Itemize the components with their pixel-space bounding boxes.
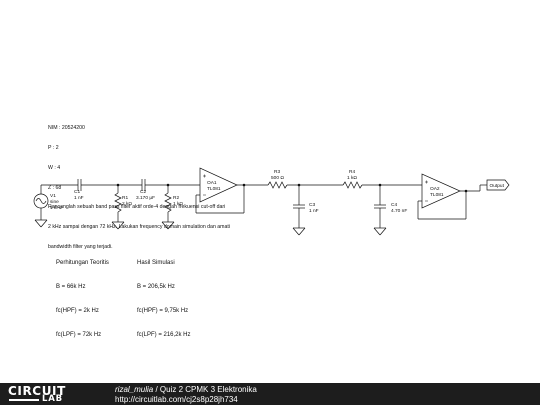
circuitlab-logo[interactable]: CIRCUIT — [8, 384, 66, 398]
resistor-r1[interactable] — [114, 192, 122, 213]
circuitlab-logo-lab: LAB — [42, 394, 63, 404]
v1-type: sine — [50, 199, 59, 205]
theory-line: fc(HPF) = 2k Hz — [56, 308, 99, 314]
junction-dot — [116, 183, 120, 187]
junction-dot — [378, 183, 382, 187]
ground-icon — [373, 227, 387, 236]
circuit-title: rizal_mulia / Quiz 2 CPMK 3 Elektronika — [115, 385, 257, 394]
oa1-part: TL081 — [207, 186, 221, 192]
oa2-part: TL081 — [430, 192, 444, 198]
ground-icon — [161, 221, 175, 230]
problem-line: 2 kHz sampai dengan 72 kHz. Lakukan freq… — [48, 224, 230, 231]
problem-line: Rancanglah sebuah band pass filter aktif… — [48, 204, 226, 211]
r4-ref: R4 — [349, 169, 355, 175]
r3-value: 500 Ω — [271, 175, 284, 181]
c1-value: 1 nF — [74, 195, 84, 201]
junction-dot — [297, 183, 301, 187]
problem-line: NIM : 20524200 — [48, 125, 85, 132]
problem-line: bandwidth filter yang terjadi. — [48, 243, 113, 250]
opamp-oa2[interactable] — [421, 173, 461, 209]
c2-value: 3.170 μF — [136, 195, 155, 201]
theory-line: B = 66k Hz — [56, 284, 86, 290]
junction-dot — [242, 183, 246, 187]
v1-value: 1 kHz — [50, 205, 63, 211]
c3-ref: C3 — [309, 202, 315, 208]
theory-block: Perhitungan Teoritis B = 66k Hz fc(HPF) … — [56, 243, 109, 355]
title-separator: / — [153, 385, 160, 394]
simulation-line: fc(LPF) = 216,2k Hz — [137, 332, 191, 338]
r1-value: 2 kΩ — [122, 201, 132, 207]
footer-bar: CIRCUIT LAB rizal_mulia / Quiz 2 CPMK 3 … — [0, 383, 540, 405]
r2-value: 1 kΩ — [173, 201, 183, 207]
resistor-r4[interactable] — [342, 181, 363, 189]
simulation-line: fc(HPF) = 9,75k Hz — [137, 308, 189, 314]
r1-ref: R1 — [122, 195, 128, 201]
output-port[interactable] — [486, 179, 510, 191]
problem-line: Z : 68 — [48, 184, 62, 191]
c4-value: 4.70 nF — [391, 208, 407, 214]
v1-ref: V1 — [50, 193, 56, 199]
r2-ref: R2 — [173, 195, 179, 201]
schematic-sheet: NIM : 20524200 P : 2 W : 4 Z : 68 Rancan… — [0, 0, 540, 383]
circuit-name: Quiz 2 CPMK 3 Elektronika — [159, 385, 257, 394]
oa1-ref: OA1 — [207, 180, 217, 186]
opamp-oa1[interactable] — [199, 167, 238, 203]
simulation-block: Hasil Simulasi B = 206,5k Hz fc(HPF) = 9… — [137, 243, 191, 355]
output-label: Output — [490, 183, 505, 189]
problem-statement: NIM : 20524200 P : 2 W : 4 Z : 68 Rancan… — [48, 112, 230, 264]
c4-ref: C4 — [391, 202, 397, 208]
junction-dot — [166, 183, 170, 187]
r3-ref: R3 — [274, 169, 280, 175]
circuit-schematic: V1 sine 1 kHz C1 1 nF R1 2 kΩ C2 3.170 μ… — [33, 167, 510, 236]
theory-line: fc(LPF) = 72k Hz — [56, 332, 102, 338]
ground-icon — [111, 221, 125, 230]
junction-dot — [464, 189, 468, 193]
circuit-url[interactable]: http://circuitlab.com/cj2s8p28jh734 — [115, 395, 238, 404]
simulation-title: Hasil Simulasi — [137, 260, 175, 266]
resistor-r3[interactable] — [267, 181, 288, 189]
capacitor-c3[interactable] — [293, 204, 305, 209]
ground-icon — [292, 227, 306, 236]
author-link[interactable]: rizal_mulia — [115, 385, 154, 394]
capacitor-c4[interactable] — [374, 204, 386, 209]
c3-value: 1 nF — [309, 208, 319, 214]
simulation-line: B = 206,5k Hz — [137, 284, 175, 290]
ground-icon — [34, 219, 48, 228]
oa2-ref: OA2 — [430, 186, 440, 192]
sine-source-v1[interactable] — [33, 185, 49, 220]
resistor-r2[interactable] — [164, 192, 172, 213]
problem-line: W : 4 — [48, 164, 61, 171]
problem-line: P : 2 — [48, 144, 59, 151]
theory-title: Perhitungan Teoritis — [56, 260, 109, 266]
logo-underline — [9, 399, 39, 401]
c1-ref: C1 — [74, 189, 80, 195]
c2-ref: C2 — [140, 189, 146, 195]
r4-value: 1 kΩ — [347, 175, 357, 181]
